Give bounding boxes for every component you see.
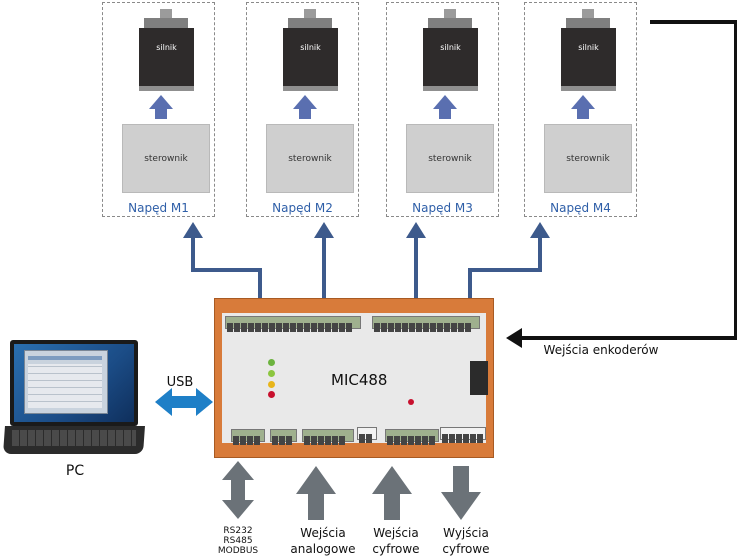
controller-m4: sterownik xyxy=(544,124,632,193)
analog-line1: Wejścia xyxy=(300,526,346,540)
led-green xyxy=(268,359,275,366)
terminal-bottom-5 xyxy=(385,429,439,445)
usb-arrow-icon xyxy=(155,388,213,416)
digital-out-line1: Wyjścia xyxy=(443,526,489,540)
drive-label-m2: Napęd M2 xyxy=(272,201,333,215)
drive-m1: silnik sterownik Napęd M1 xyxy=(102,2,215,217)
arrow-up-icon xyxy=(183,222,203,238)
motor-label: silnik xyxy=(423,28,478,86)
digital-outputs-label: Wyjścia cyfrowe xyxy=(433,525,499,557)
motor-label: silnik xyxy=(139,28,194,86)
digital-inputs-label: Wejścia cyfrowe xyxy=(364,525,428,557)
arrow-up-icon xyxy=(571,95,595,109)
analog-line2: analogowe xyxy=(290,542,356,556)
terminal-bottom-1 xyxy=(231,429,265,445)
connector-header xyxy=(470,361,488,395)
arrow-up-icon xyxy=(372,466,412,520)
drive-m3: silnik sterownik Napęd M3 xyxy=(386,2,499,217)
terminal-bottom-2 xyxy=(270,429,297,445)
controller-m3: sterownik xyxy=(406,124,494,193)
motor-label: silnik xyxy=(283,28,338,86)
drive-m2: silnik sterownik Napęd M2 xyxy=(246,2,359,217)
motor-m2: silnik xyxy=(283,9,338,91)
comm-modbus: MODBUS xyxy=(217,546,259,556)
led-green xyxy=(268,370,275,377)
laptop-icon xyxy=(3,340,145,458)
drive-label-m3: Napęd M3 xyxy=(412,201,473,215)
link-m1 xyxy=(191,236,262,298)
arrow-left-icon xyxy=(506,328,522,348)
digital-out-line2: cyfrowe xyxy=(442,542,490,556)
controller-m2: sterownik xyxy=(266,124,354,193)
mic488-board: MIC488 xyxy=(214,298,494,458)
link-m4 xyxy=(468,236,542,298)
encoder-inputs-label: Wejścia enkoderów xyxy=(543,343,659,357)
terminal-bottom-4 xyxy=(357,427,377,443)
arrow-up-icon xyxy=(293,95,317,109)
pcb-area xyxy=(222,313,486,443)
led-red xyxy=(268,391,275,398)
comm-rs485: RS485 xyxy=(223,536,253,546)
board-name: MIC488 xyxy=(331,371,388,389)
terminal-top-left xyxy=(225,316,361,332)
usb-label: USB xyxy=(166,375,194,390)
arrow-down-icon xyxy=(441,466,481,520)
encoder-line xyxy=(520,20,737,340)
terminal-bottom-3 xyxy=(302,429,354,445)
arrow-up-icon xyxy=(149,95,173,109)
terminal-top-right xyxy=(372,316,480,332)
motor-m1: silnik xyxy=(139,9,194,91)
terminal-bottom-6 xyxy=(440,427,486,443)
arrow-up-icon xyxy=(296,466,336,520)
led-red xyxy=(408,399,414,405)
drive-label-m1: Napęd M1 xyxy=(128,201,189,215)
arrow-up-icon xyxy=(530,222,550,238)
comm-label: RS232 RS485 MODBUS xyxy=(213,526,263,556)
comm-rs232: RS232 xyxy=(223,526,253,536)
controller-m1: sterownik xyxy=(122,124,210,193)
double-arrow-icon xyxy=(222,461,254,519)
drive-label-m4: Napęd M4 xyxy=(550,201,611,215)
motor-label: silnik xyxy=(561,28,616,86)
motor-m3: silnik xyxy=(423,9,478,91)
arrow-up-icon xyxy=(433,95,457,109)
digital-in-line2: cyfrowe xyxy=(372,542,420,556)
analog-inputs-label: Wejścia analogowe xyxy=(288,525,358,557)
pc-label: PC xyxy=(65,463,85,479)
led-yellow xyxy=(268,381,275,388)
arrow-up-icon xyxy=(314,222,334,238)
arrow-up-icon xyxy=(406,222,426,238)
motor-m4: silnik xyxy=(561,9,616,91)
drive-m4: silnik sterownik Napęd M4 xyxy=(524,2,637,217)
digital-in-line1: Wejścia xyxy=(373,526,419,540)
